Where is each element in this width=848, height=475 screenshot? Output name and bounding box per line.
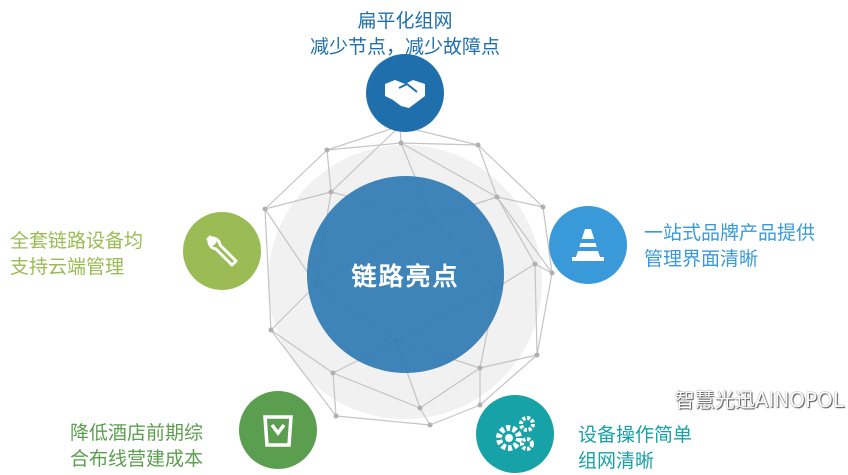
traffic-cone-icon [572,229,604,261]
label-line: 支持云端管理 [10,256,125,278]
mesh-line [326,149,332,193]
label-line: 设备操作简单 [578,424,693,446]
mesh-line [496,196,544,208]
mesh-line [479,354,538,406]
shopping-bag-icon [263,415,293,447]
wrench-icon [206,235,238,267]
center-circle: 链路亮点 [307,176,504,373]
mesh-node [532,261,538,267]
mesh-line [270,329,334,374]
mesh-line [496,196,553,274]
mesh-line [330,125,401,193]
gears-icon [496,416,535,451]
feature-easy-operation-label: 设备操作简单 组网清晰 [578,422,692,474]
handshake-icon [385,80,425,108]
mesh-line [536,272,553,356]
mesh-line [429,404,481,426]
mesh-node [540,204,546,210]
mesh-line [332,372,337,417]
feature-low-cost-circle [239,391,317,469]
mesh-node [398,140,404,146]
mesh-line [335,415,431,426]
mesh-node [262,206,268,212]
label-line: 降低酒店前期综 [70,422,204,444]
mesh-line [542,206,553,274]
mesh-line [419,407,431,426]
mesh-line [477,144,498,198]
mesh-line [264,208,272,331]
mesh-line [270,329,337,417]
mesh-line [400,142,498,198]
mesh-line [400,142,479,146]
mesh-line [479,354,538,369]
mesh-node [417,405,423,411]
feature-brand-unified-circle [549,206,627,284]
label-line: 减少节点，减少故障点 [309,36,500,58]
mesh-line [496,196,536,265]
feature-easy-operation-circle [476,395,554,473]
center-title: 链路亮点 [351,261,460,291]
mesh-node [549,270,555,276]
mesh-node [477,402,483,408]
mesh-node [333,413,339,419]
feature-brand-unified-label: 一站式品牌产品提供 管理界面清晰 [644,220,815,272]
feature-cloud-managed-circle [183,212,261,290]
mesh-line [326,142,402,151]
mesh-line [477,144,544,208]
mesh-node [268,327,274,333]
mesh-node [427,422,433,428]
label-line: 扁平化组网 [357,10,453,32]
mesh-node [330,370,336,376]
label-line: 组网清晰 [578,450,655,472]
mesh-line [332,372,421,409]
mesh-line [326,125,401,151]
watermark: 智慧光迅AINOPOL [674,388,844,412]
label-line: 全套链路设备均 [10,230,144,252]
mesh-line [534,263,538,356]
mesh-line [264,149,328,210]
mesh-node [475,142,481,148]
mesh-line [419,367,481,409]
mesh-node [328,189,334,195]
label-line: 管理界面清晰 [644,248,759,270]
label-line: 一站式品牌产品提供 [644,222,816,244]
label-line: 合布线营建成本 [70,448,204,470]
feature-flat-network-circle [366,54,444,132]
mesh-node [477,365,483,371]
feature-flat-network-label: 扁平化组网 减少节点，减少故障点 [300,8,510,60]
mesh-node [494,194,500,200]
feature-cloud-managed-label: 全套链路设备均 支持云端管理 [10,228,143,280]
mesh-node [534,352,540,358]
mesh-node [324,147,330,153]
feature-low-cost-label: 降低酒店前期综 合布线营建成本 [70,420,203,472]
mesh-line [264,191,332,210]
mesh-line [534,263,553,274]
